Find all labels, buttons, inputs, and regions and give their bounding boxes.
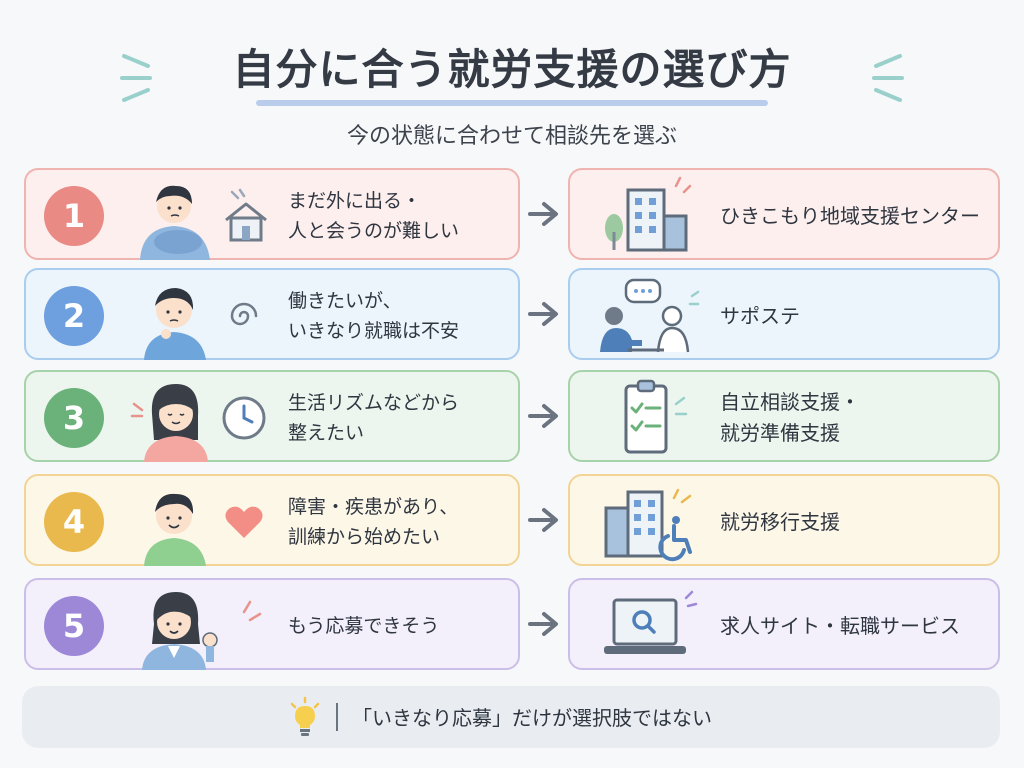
- condition-text: もう応募できそう: [288, 614, 440, 637]
- destination-label-wrap: 自立相談支援・ 就労準備支援: [720, 372, 996, 464]
- destination-card: 就労移行支援: [568, 474, 1000, 566]
- heart-icon: [225, 506, 263, 538]
- consultation-icon: [600, 278, 700, 353]
- arrow-right-icon: [528, 612, 558, 636]
- destination-card: サポステ: [568, 268, 1000, 360]
- step-number: 3: [44, 388, 104, 448]
- destination-label-wrap: サポステ: [720, 270, 996, 362]
- condition-text: 働きたいが、 いきなり就職は不安: [288, 289, 460, 342]
- worried-person-icon: [144, 288, 206, 360]
- condition-card: 1 まだ外に出る・ 人と会うのが難しい: [24, 168, 520, 260]
- condition-label-wrap: まだ外に出る・ 人と会うのが難しい: [288, 170, 516, 262]
- footer-divider: [336, 703, 338, 731]
- title-area: 自分に合う就労支援の選び方: [0, 22, 1024, 112]
- step-number: 2: [44, 286, 104, 346]
- step-number: 1: [44, 186, 104, 246]
- lightbulb-icon: [290, 696, 320, 736]
- person-hugging-knees-icon: [140, 185, 210, 260]
- condition-label-wrap: 生活リズムなどから 整えたい: [288, 372, 516, 464]
- destination-text: 自立相談支援・ 就労準備支援: [720, 390, 860, 445]
- arrow-right-icon: [528, 404, 558, 428]
- condition-text: 障害・疾患があり、 訓練から始めたい: [288, 495, 459, 548]
- checklist-clipboard-icon: [624, 379, 688, 454]
- condition-label-wrap: 働きたいが、 いきなり就職は不安: [288, 270, 516, 362]
- row-4: 4 障害・疾患があり、 訓練から始めたい: [24, 474, 1000, 566]
- destination-text: ひきこもり地域支援センター: [720, 203, 980, 228]
- sparkle-left-icon: [120, 54, 152, 102]
- condition-label-wrap: 障害・疾患があり、 訓練から始めたい: [288, 476, 516, 568]
- condition-card: 2 働きたいが、 いきなり就職は不安: [24, 268, 520, 360]
- destination-card: 求人サイト・転職サービス: [568, 578, 1000, 670]
- sparkle-right-icon: [872, 54, 904, 102]
- step-number: 5: [44, 596, 104, 656]
- condition-label-wrap: もう応募できそう: [288, 580, 516, 672]
- destination-text: 就労移行支援: [720, 509, 840, 534]
- destination-label-wrap: 求人サイト・転職サービス: [720, 580, 996, 672]
- clock-icon: [222, 396, 266, 440]
- building-icon: [605, 176, 692, 252]
- confident-woman-icon: [142, 592, 218, 670]
- smiling-person-icon: [144, 493, 206, 566]
- calm-woman-icon: [130, 384, 208, 462]
- row-1: 1 まだ外に出る・ 人と会うのが難しい: [24, 168, 1000, 260]
- condition-text: まだ外に出る・ 人と会うのが難しい: [288, 189, 460, 242]
- footer-note: 「いきなり応募」だけが選択肢ではない: [22, 686, 1000, 748]
- condition-card: 3 生活リズムなどから 整えたい: [24, 370, 520, 462]
- condition-card: 4 障害・疾患があり、 訓練から始めたい: [24, 474, 520, 566]
- sparkle-icon: [242, 600, 262, 622]
- destination-card: ひきこもり地域支援センター: [568, 168, 1000, 260]
- row-2: 2 働きたいが、 いきなり就職は不安: [24, 268, 1000, 360]
- destination-card: 自立相談支援・ 就労準備支援: [568, 370, 1000, 462]
- condition-card: 5 もう応募できそう: [24, 578, 520, 670]
- laptop-search-icon: [604, 590, 698, 654]
- swirl-icon: [230, 302, 258, 326]
- building-wheelchair-icon: [604, 488, 692, 562]
- row-5: 5 もう応募できそう: [24, 578, 1000, 670]
- destination-label-wrap: ひきこもり地域支援センター: [720, 170, 996, 262]
- page-subtitle: 今の状態に合わせて相談先を選ぶ: [346, 124, 677, 149]
- row-3: 3 生活リズムなどから 整えたい: [24, 370, 1000, 462]
- title-underline: [256, 100, 768, 106]
- arrow-right-icon: [528, 202, 558, 226]
- destination-label-wrap: 就労移行支援: [720, 476, 996, 568]
- house-icon: [225, 188, 267, 242]
- arrow-right-icon: [528, 508, 558, 532]
- footer-text: 「いきなり応募」だけが選択肢ではない: [352, 706, 712, 730]
- destination-text: 求人サイト・転職サービス: [720, 613, 960, 638]
- arrow-right-icon: [528, 302, 558, 326]
- step-number: 4: [44, 492, 104, 552]
- destination-text: サポステ: [720, 303, 800, 328]
- condition-text: 生活リズムなどから 整えたい: [288, 391, 460, 444]
- page-title: 自分に合う就労支援の選び方: [232, 45, 792, 94]
